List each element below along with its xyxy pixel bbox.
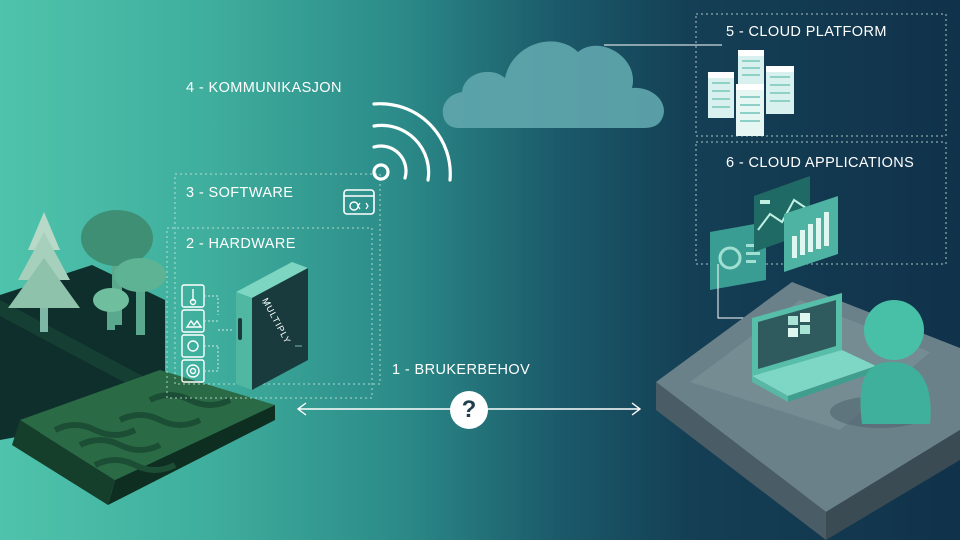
step-5-label: 5 - CLOUD PLATFORM [726, 24, 887, 40]
laptop [752, 293, 876, 402]
user-figure [830, 300, 931, 428]
device-body [236, 262, 308, 390]
cloud-shape [442, 41, 664, 128]
mushroom-trees [81, 210, 166, 335]
question-mark-badge: ? [450, 391, 488, 429]
server-stacks [708, 50, 794, 136]
pine-tree [8, 212, 80, 332]
wifi-icon [372, 102, 452, 182]
step-2-label: 2 - HARDWARE [186, 236, 296, 252]
layer-frames [166, 13, 947, 399]
sensor-icons [181, 284, 232, 383]
step-6-label: 6 - CLOUD APPLICATIONS [726, 155, 915, 171]
step-1-label: 1 - BRUKERBEHOV [392, 362, 531, 378]
software-window-icon [343, 189, 375, 215]
step-4-label: 4 - KOMMUNIKASJON [186, 80, 342, 96]
step-3-label: 3 - SOFTWARE [186, 185, 294, 201]
app-screens [710, 176, 838, 290]
